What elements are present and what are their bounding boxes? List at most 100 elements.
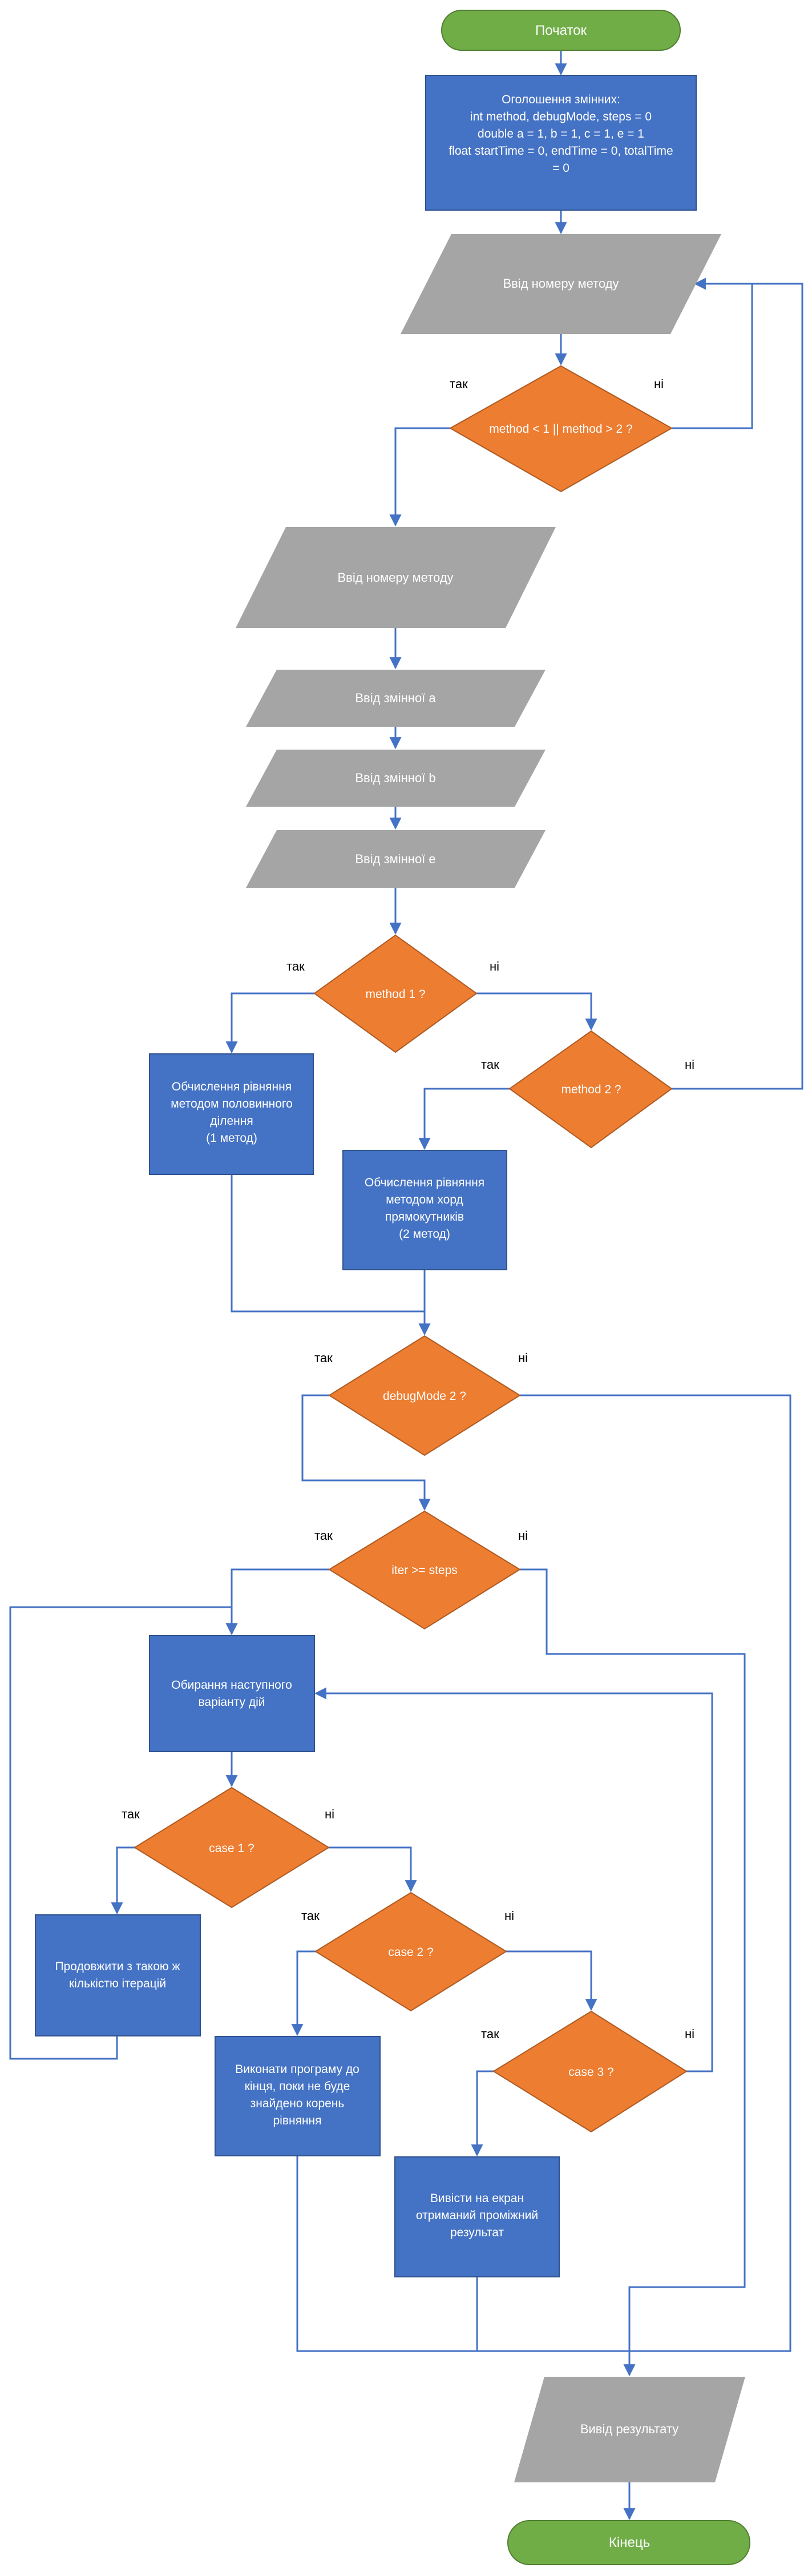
- declare-node: Оголошення змінних: int method, debugMod…: [425, 75, 697, 211]
- edge-calc1-merge: [231, 1174, 425, 1313]
- show-intermediate-line-2: отриманий проміжний: [416, 2209, 538, 2222]
- iter-check-shape: [328, 1510, 521, 1630]
- label-no-debug: ні: [518, 1351, 528, 1365]
- declare-line-1: Оголошення змінних:: [502, 93, 620, 106]
- label-yes-case3: так: [481, 2027, 499, 2041]
- continue-iter-line-2: кількістю ітерацій: [69, 1977, 166, 1990]
- method1-check-label: method 1 ?: [365, 988, 425, 1001]
- edge-debug-no: [520, 1394, 791, 2352]
- edge-m1-no: [476, 992, 597, 1031]
- label-yes-case1: так: [122, 1807, 140, 1821]
- debug-check-label: debugMode 2 ?: [383, 1390, 466, 1403]
- case1-check-shape: [134, 1786, 330, 1909]
- label-no-case2: ні: [504, 1909, 514, 1923]
- debug-check-node: debugMode 2 ?: [328, 1335, 521, 1456]
- case1-check-label: case 1 ?: [209, 1842, 254, 1855]
- input-e-label: Ввід змінної e: [355, 852, 435, 866]
- declare-shape: [425, 75, 697, 211]
- label-no-method-check: ні: [654, 377, 664, 391]
- choose-action-line-2: варіанту дій: [198, 1696, 265, 1709]
- edge-check-yes: [389, 427, 450, 527]
- edge-case3-no: [314, 1687, 713, 2072]
- calc-method2-node: Обчислення рівняння методом хорд прямоку…: [342, 1150, 507, 1270]
- calc-method1-node: Обчислення рівняння методом половинного …: [149, 1053, 314, 1175]
- input-b-shape: [246, 750, 546, 807]
- input-method-shape-1: [401, 234, 721, 334]
- input-method-node-2: Ввід номеру методу: [236, 527, 556, 628]
- label-yes-m1: так: [286, 959, 305, 973]
- case3-check-label: case 3 ?: [568, 2066, 613, 2079]
- case2-check-shape: [314, 1891, 507, 2012]
- case2-check-label: case 2 ?: [388, 1946, 433, 1959]
- calc-method1-line-3: ділення: [210, 1114, 253, 1128]
- calc-method2-shape: [342, 1150, 507, 1270]
- start-shape: [441, 10, 681, 51]
- start-node: Початок: [441, 10, 681, 51]
- debug-check-shape: [328, 1335, 521, 1456]
- edge-check-no-loop: [672, 277, 753, 429]
- input-e-node: Ввід змінної e: [246, 830, 546, 888]
- run-to-end-line-2: кінця, поки не буде: [245, 2080, 350, 2093]
- method-check-node: method < 1 || method > 2 ?: [449, 365, 673, 493]
- method2-check-label: method 2 ?: [561, 1083, 621, 1096]
- edge-case2-no: [506, 1950, 597, 2011]
- run-to-end-node: Виконати програму до кінця, поки не буде…: [215, 2036, 381, 2156]
- method1-check-shape: [313, 934, 478, 1053]
- label-no-case3: ні: [685, 2027, 694, 2041]
- continue-iter-line-1: Продовжити з такою ж: [55, 1960, 180, 1973]
- show-intermediate-line-3: результат: [450, 2226, 504, 2239]
- calc-method1-line-4: (1 метод): [206, 1132, 257, 1145]
- method2-check-shape: [508, 1030, 673, 1149]
- method-check-label: method < 1 || method > 2 ?: [489, 422, 632, 436]
- method2-check-node: method 2 ?: [508, 1030, 673, 1149]
- input-a-node: Ввід змінної a: [246, 670, 546, 727]
- case3-check-node: case 3 ?: [492, 2010, 688, 2133]
- output-result-label: Вивід результату: [580, 2422, 678, 2436]
- branch-labels: так ні так ні так ні так ні так ні так н…: [122, 377, 694, 2041]
- label-no-m2: ні: [685, 1057, 694, 1072]
- edge-iter-yes: [225, 1568, 329, 1636]
- show-intermediate-node: Вивісти на екран отриманий проміжний рез…: [394, 2156, 560, 2277]
- input-method-label-2: Ввід номеру методу: [337, 570, 453, 585]
- edge-m2-yes: [418, 1088, 510, 1150]
- start-label: Початок: [535, 23, 587, 38]
- method1-check-node: method 1 ?: [313, 934, 478, 1053]
- declare-line-4: float startTime = 0, endTime = 0, totalT…: [449, 144, 673, 158]
- label-no-m1: ні: [490, 959, 499, 973]
- edge-case1-yes: [111, 1846, 135, 1915]
- input-method-node-1: Ввід номеру методу: [401, 234, 721, 334]
- run-to-end-shape: [215, 2036, 381, 2156]
- method-check-shape: [449, 365, 673, 493]
- iter-check-node: iter >= steps: [328, 1510, 521, 1630]
- run-to-end-line-4: рівняння: [273, 2114, 321, 2127]
- input-b-node: Ввід змінної b: [246, 750, 546, 807]
- label-yes-debug: так: [314, 1351, 333, 1365]
- input-a-label: Ввід змінної a: [355, 691, 436, 705]
- edge-m2-no-loop: [672, 283, 803, 1090]
- edge-debug-yes: [301, 1394, 431, 1511]
- choose-action-node: Обирання наступного варіанту дій: [149, 1635, 315, 1752]
- run-to-end-line-1: Виконати програму до: [235, 2063, 359, 2076]
- case2-check-node: case 2 ?: [314, 1891, 507, 2012]
- calc-method2-line-3: прямокутників: [385, 1210, 464, 1223]
- output-result-node: Вивід результату: [514, 2377, 745, 2482]
- input-method-shape-2: [236, 527, 556, 628]
- input-a-shape: [246, 670, 546, 727]
- calc-method1-shape: [149, 1053, 314, 1175]
- label-yes-iter: так: [314, 1528, 333, 1543]
- calc-method1-line-2: методом половинного: [171, 1097, 293, 1110]
- continue-iter-shape: [35, 1914, 201, 2036]
- continue-iter-node: Продовжити з такою ж кількістю ітерацій: [35, 1914, 201, 2036]
- edge-case2-yes: [291, 1950, 316, 2036]
- output-result-shape: [514, 2377, 745, 2482]
- run-to-end-line-3: знайдено корень: [251, 2097, 345, 2110]
- calc-method2-line-1: Обчислення рівняння: [365, 1176, 484, 1189]
- edge-run-merge: [296, 2156, 629, 2352]
- edge-case1-no: [329, 1846, 417, 1893]
- show-intermediate-shape: [394, 2156, 560, 2277]
- label-yes-method-check: так: [450, 377, 468, 391]
- edge-iter-no: [520, 1568, 746, 2377]
- case3-check-shape: [492, 2010, 688, 2133]
- show-intermediate-line-1: Вивісти на екран: [430, 2192, 524, 2205]
- case1-check-node: case 1 ?: [134, 1786, 330, 1909]
